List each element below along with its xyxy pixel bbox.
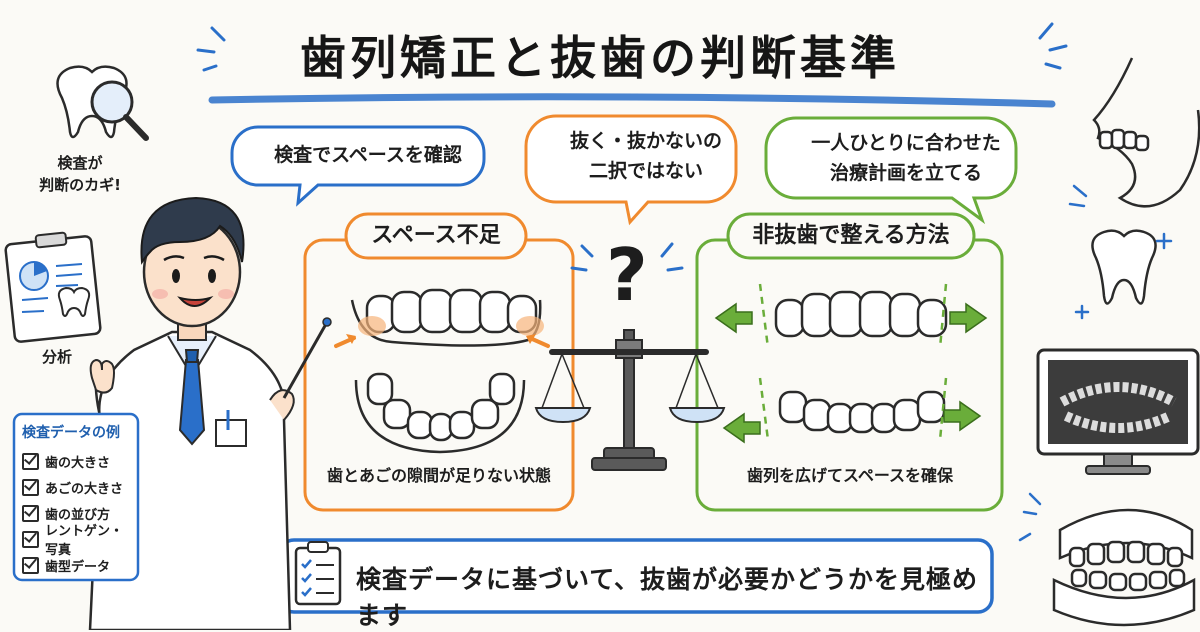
bubble-center-text: 抜く・抜かないの 二択ではない [526,126,766,186]
magnifier-note-line-1: 検査が [57,154,103,172]
panel-left-title-frame [344,212,528,260]
title-spark-right [1038,22,1068,70]
exam-list-title: 検査データの例 [22,425,120,441]
magnifier-note: 検査が 判断のカギ! [20,152,140,196]
exam-list-item-label: レントゲン・写真 [45,524,124,558]
bubble-center-line-1: 抜く・抜かないの [569,130,722,152]
bubble-right-shape [764,116,1018,225]
analysis-label: 分析 [41,348,72,366]
checkbox-checked-icon [22,504,39,522]
jaw-profile-icon [1092,57,1200,208]
expanded-teeth-illustration [714,283,988,444]
magnifier-tooth-icon [56,65,149,141]
exam-list-item-label: あごの大きさ [45,481,124,497]
dental-model-icon [1052,508,1196,627]
title-spark-left [196,26,226,72]
tooth-icon [1074,229,1173,320]
exam-list-item: あごの大きさ [22,474,134,500]
exam-list-item-label: 歯の並び方 [45,507,111,523]
magnifier-note-line-2: 判断のカギ! [39,176,121,194]
exam-list-item: レントゲン・写真 [22,524,134,558]
checkbox-checked-icon [22,478,39,496]
balance-scale-icon: ? [534,233,726,471]
bubble-left-text: 検査でスペースを確認 [274,144,462,166]
exam-list-item: 歯の大きさ [22,448,134,474]
bubble-left-shape [230,125,486,207]
panel-right-title: 非抜歯で整える方法 [752,223,950,248]
checkbox-checked-icon [22,530,39,548]
exam-list-item-label: 歯型データ [45,559,111,575]
bubble-center-line-2: 二択ではない [588,160,703,182]
exam-list-item-label: 歯の大きさ [45,455,111,471]
panel-right-caption: 歯列を広げてスペースを確保 [746,466,954,485]
bubble-right-line-1: 一人ひとりに合わせた [811,132,1001,154]
page-title: 歯列矯正と抜歯の判断基準 [300,31,900,85]
exam-list-item: 歯の並び方 [22,500,134,526]
bubble-right-text: 一人ひとりに合わせた 治療計画を立てる [766,128,1046,188]
panel-left-title: スペース不足 [371,223,501,248]
bubble-right-line-2: 治療計画を立てる [829,162,982,184]
crowded-teeth-illustration [334,288,550,454]
svg-text:?: ? [606,233,648,317]
panel-left-caption: 歯とあごの隙間が足りない状態 [326,466,551,485]
checkbox-checked-icon [22,452,39,470]
sparkle-marks [1018,184,1088,542]
exam-list-item: 歯型データ [22,552,134,578]
exam-list: 検査データの例 歯の大きさ あごの大きさ 歯の並び方 レントゲン・写真 歯型デー… [22,422,134,578]
panel-right-title-frame [726,212,976,260]
clipboard-checklist-icon [294,541,342,606]
bottom-message: 検査データに基づいて、抜歯が必要かどうかを見極めます [356,565,979,630]
xray-monitor-icon [1036,348,1200,475]
bubble-center-shape [524,114,738,226]
checkbox-checked-icon [22,556,39,574]
doctor-illustration [88,196,332,630]
title-underline [208,93,1056,108]
analysis-clipboard-icon [4,231,102,343]
exam-list-frame [12,412,140,582]
